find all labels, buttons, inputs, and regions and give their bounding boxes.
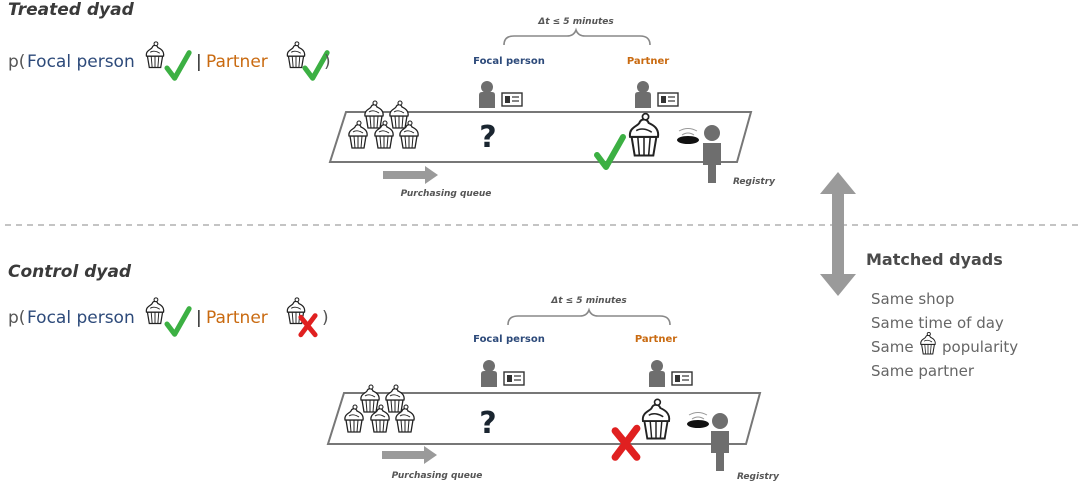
focal-role-label: Focal person [473, 56, 545, 67]
delta-t-label: Δt ≤ 5 minutes [537, 17, 614, 27]
person-icon [703, 125, 721, 183]
queue-label: Purchasing queue [401, 189, 492, 199]
formula-separator: | [196, 308, 202, 328]
formula-focal-label: Focal person [27, 52, 135, 72]
matched-item: Same partner [871, 362, 975, 380]
delta-t-label: Δt ≤ 5 minutes [550, 296, 627, 306]
treated-title: Treated dyad [8, 0, 135, 20]
cupcake-icon [145, 41, 165, 69]
partner-role-label: Partner [635, 334, 677, 345]
formula-partner-label: Partner [206, 52, 268, 72]
arrow-icon [382, 446, 437, 464]
id-card-icon [503, 371, 525, 386]
id-card-icon [501, 92, 523, 107]
formula-focal-label: Focal person [27, 308, 135, 328]
cupcake-icon [389, 100, 409, 129]
formula-close: ) [324, 52, 331, 72]
matched-item: Same [871, 338, 914, 356]
person-icon [635, 81, 651, 108]
matched-item: popularity [942, 338, 1018, 356]
id-card-icon [671, 371, 693, 386]
formula-open: p( [8, 52, 25, 72]
arrow-icon [383, 166, 438, 184]
unknown-choice: ? [479, 120, 496, 155]
matched-item: Same shop [871, 290, 954, 308]
cupcake-icon [364, 100, 384, 129]
unknown-choice: ? [479, 406, 496, 441]
control-formula: p( Focal person | Partner ) [8, 297, 329, 335]
cupcake-icon [920, 331, 936, 355]
cupcake-icon [286, 41, 306, 69]
formula-separator: | [196, 52, 202, 72]
cupcake-icon [360, 384, 380, 413]
partner-role-label: Partner [627, 56, 669, 67]
matched-item: Same time of day [871, 314, 1004, 332]
cupcake-icon [145, 297, 165, 325]
cross-icon [301, 316, 315, 335]
person-icon [649, 360, 665, 387]
check-icon [167, 309, 189, 335]
person-icon [481, 360, 497, 387]
check-icon [167, 53, 189, 78]
queue-label: Purchasing queue [392, 471, 483, 481]
cupcake-icon [385, 384, 405, 413]
formula-open: p( [8, 308, 25, 328]
control-title: Control dyad [8, 262, 132, 282]
registry-label: Registry [737, 472, 780, 482]
person-icon [711, 413, 729, 471]
registry-label: Registry [733, 177, 776, 187]
cupcake-stock [348, 100, 419, 149]
time-brace [503, 27, 651, 46]
treated-formula: p( Focal person | Partner ) [8, 41, 331, 78]
focal-role-label: Focal person [473, 334, 545, 345]
formula-close: ) [322, 308, 329, 328]
person-icon [479, 81, 495, 108]
time-brace [507, 307, 671, 326]
matched-heading: Matched dyads [866, 250, 1003, 269]
id-card-icon [657, 92, 679, 107]
arrow-icon [820, 172, 856, 296]
formula-partner-label: Partner [206, 308, 268, 328]
